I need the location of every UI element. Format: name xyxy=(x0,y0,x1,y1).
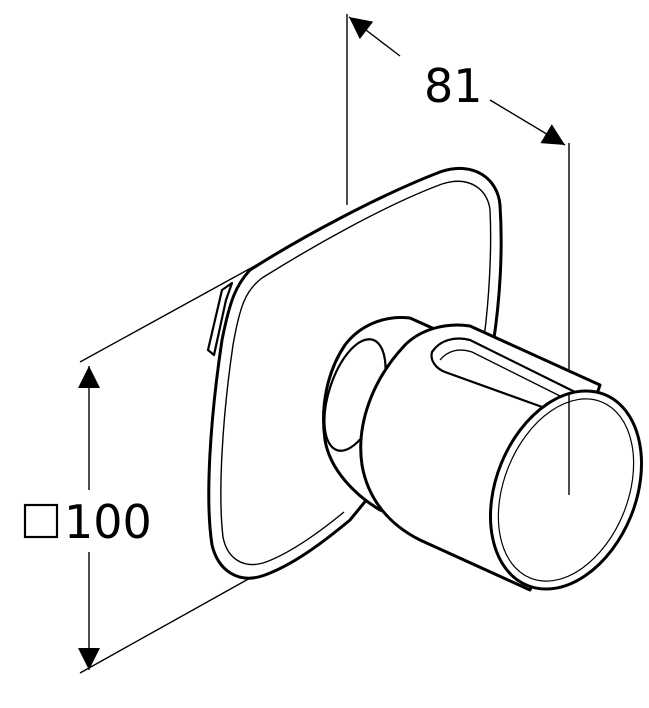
dimension-line-81 xyxy=(348,16,566,146)
cylinder-end-face xyxy=(488,389,644,591)
cylinder-grip-inner xyxy=(439,349,561,397)
cylinder-end-face-rim xyxy=(497,398,635,582)
handle-cylinder xyxy=(359,323,644,592)
square-symbol-icon xyxy=(23,503,59,539)
wall-plate-back-edge xyxy=(206,281,234,357)
dimension-label-100: 100 xyxy=(64,495,152,549)
wall-plate-inner xyxy=(220,180,492,566)
dimension-label-81: 81 xyxy=(424,59,483,113)
extension-line-100-top xyxy=(79,261,263,363)
